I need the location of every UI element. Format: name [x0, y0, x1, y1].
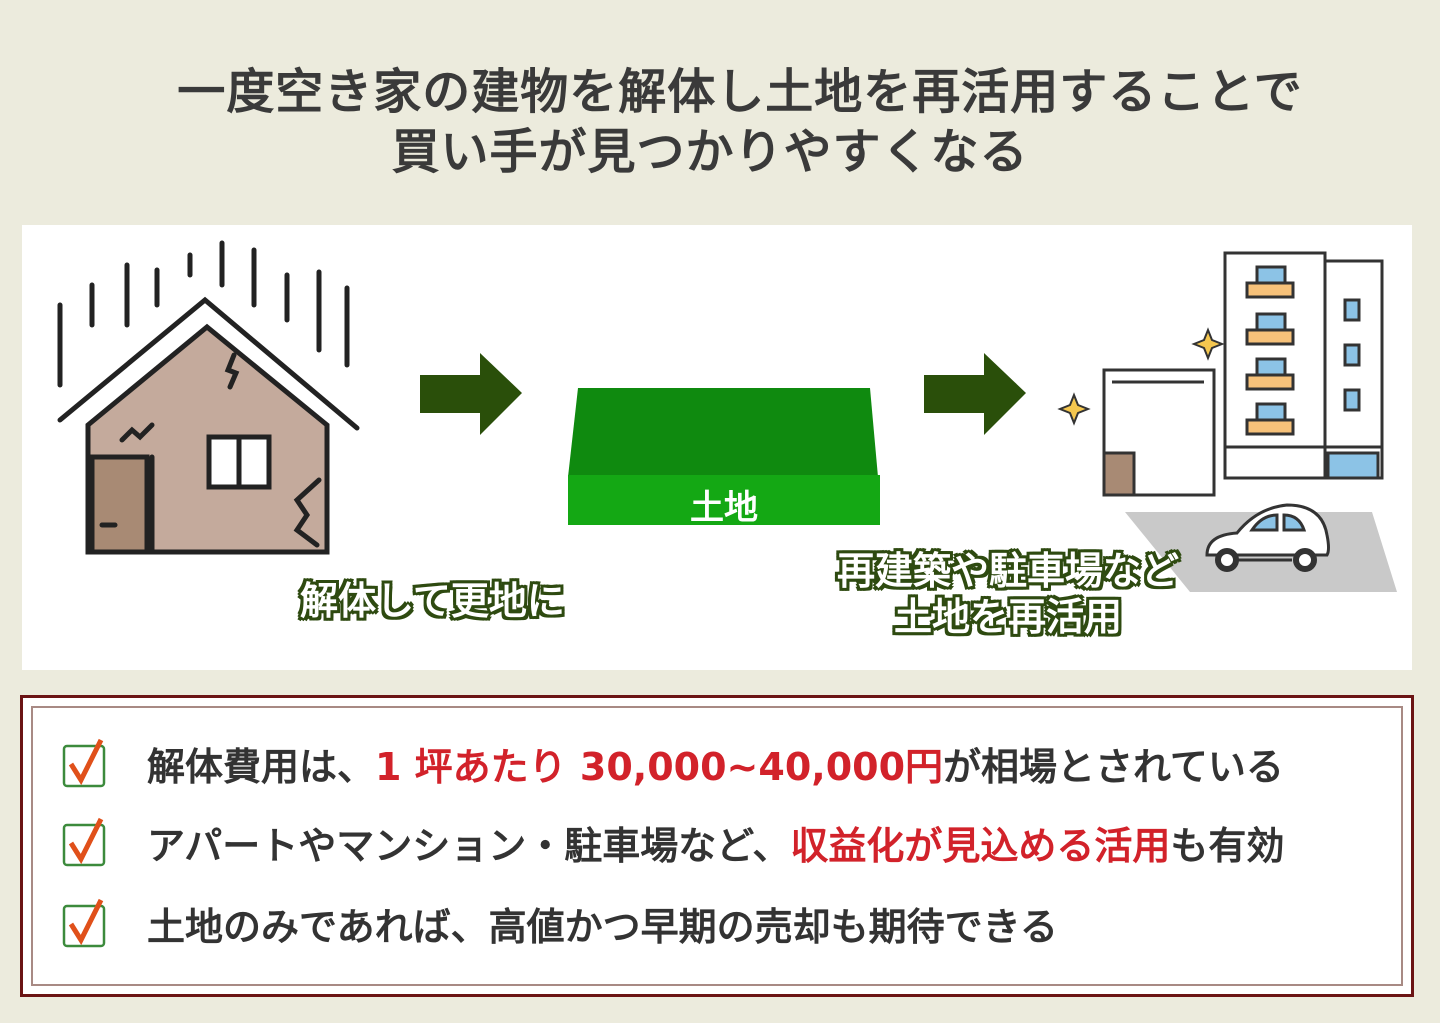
- points-box-inner-border: [31, 706, 1403, 986]
- arrow-right-icon: [924, 353, 1026, 435]
- diagram-illustration: [57, 240, 1397, 592]
- title-line-2: 買い手が見つかりやすくなる: [391, 124, 1029, 180]
- points-box: 解体費用は、1 坪あたり 30,000~40,000円が相場とされている アパー…: [20, 695, 1414, 997]
- checkmark-icon: [62, 817, 106, 866]
- buildings-icon: [1102, 251, 1384, 497]
- point-text: も有効: [1170, 824, 1285, 868]
- checkmark-icon: [62, 738, 106, 787]
- diagram-panel: 土地 解体して更地に 再建築や駐車場など 土地を再活用: [22, 225, 1412, 670]
- point-text: アパートやマンション・駐車場など、: [147, 824, 791, 868]
- old-house-icon: [57, 240, 360, 555]
- point-item: 解体費用は、1 坪あたり 30,000~40,000円が相場とされている: [61, 736, 1284, 791]
- vibration-lines-icon: [57, 240, 350, 388]
- checkmark-icon: [62, 898, 106, 947]
- point-highlight: 1 坪あたり 30,000~40,000円: [375, 745, 944, 789]
- demolish-label: 解体して更地に: [300, 579, 565, 623]
- point-item: アパートやマンション・駐車場など、収益化が見込める活用も有効: [61, 815, 1284, 870]
- sparkle-icon: [1057, 327, 1225, 426]
- car-icon: [1205, 503, 1330, 572]
- point-text: 土地のみであれば、高値かつ早期の売却も期待できる: [147, 905, 1058, 949]
- reuse-label: 再建築や駐車場など 土地を再活用: [837, 548, 1179, 640]
- reuse-label-line-2: 土地を再活用: [894, 595, 1123, 639]
- land-label: 土地: [690, 488, 758, 528]
- arrow-right-icon: [420, 353, 522, 435]
- reuse-label-line-1: 再建築や駐車場など: [837, 549, 1180, 593]
- point-text: が相場とされている: [943, 745, 1284, 789]
- title-line-1: 一度空き家の建物を解体し土地を再活用することで: [177, 64, 1303, 120]
- point-highlight: 収益化が見込める活用: [790, 824, 1171, 868]
- point-item: 土地のみであれば、高値かつ早期の売却も期待できる: [61, 896, 1058, 951]
- land-block-icon: [568, 388, 880, 525]
- point-text: 解体費用は、: [147, 745, 376, 789]
